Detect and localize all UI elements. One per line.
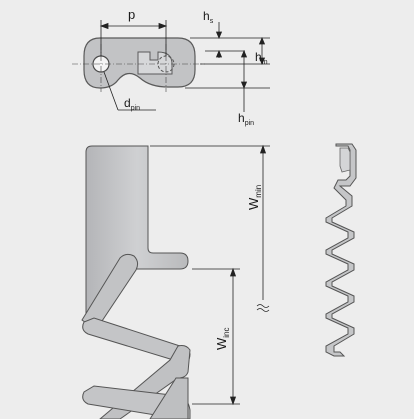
label-hs: hs: [203, 9, 214, 25]
dimension-p: [99, 20, 168, 56]
leader-dpin: [103, 71, 156, 111]
chain-profile-small: [325, 143, 357, 357]
link-slot: [137, 51, 173, 75]
label-dpin: dpin: [124, 96, 140, 112]
label-p: p: [128, 7, 135, 22]
chain-profile-small-pin: [339, 147, 351, 173]
label-winc: Winc: [214, 327, 231, 350]
chain-arm-1: [81, 253, 139, 331]
dimension-heights: [185, 22, 270, 112]
link-top-view: [72, 37, 205, 92]
label-wmin: Wmin: [246, 185, 263, 210]
dimension-wmin: [150, 144, 270, 312]
chain-profile-large: [81, 145, 191, 419]
dimension-winc: [192, 267, 240, 406]
label-hpin: hpin: [238, 111, 254, 127]
label-hm: hm: [255, 50, 268, 66]
chain-profile-small-body: [325, 143, 357, 357]
chain-arm-5: [149, 377, 189, 419]
